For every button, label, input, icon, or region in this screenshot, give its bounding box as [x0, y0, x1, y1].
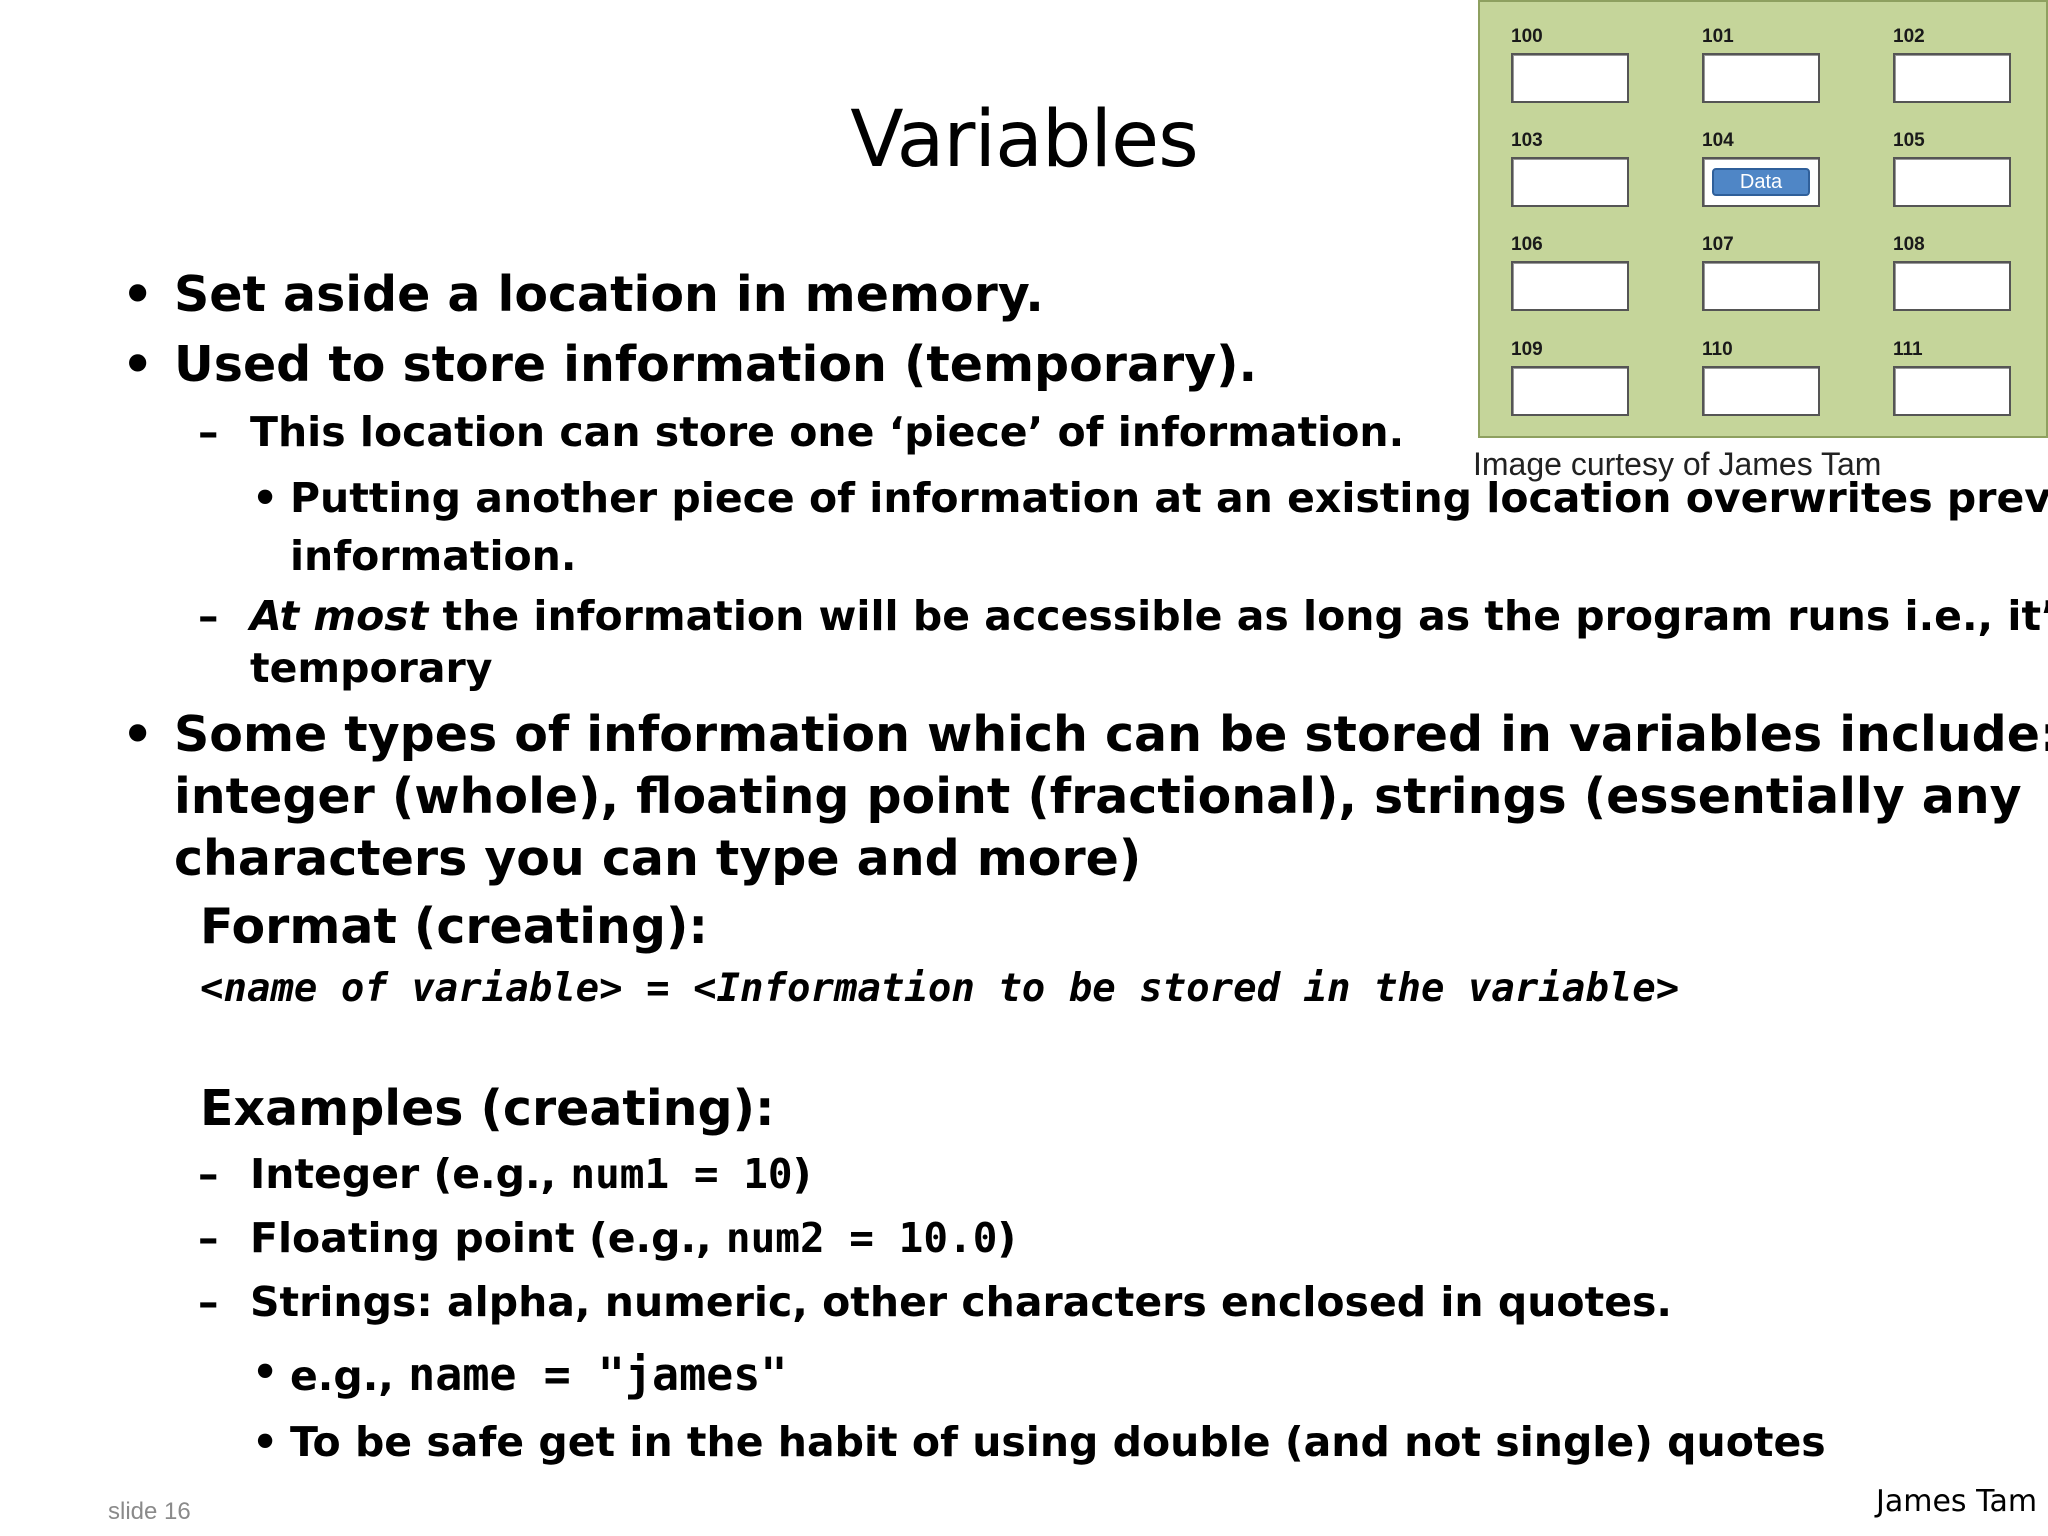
bullet-used-to-store: Used to store information (temporary). — [174, 336, 1258, 393]
dash-marker: – — [198, 592, 219, 640]
example-integer-text: Integer (e.g., — [250, 1150, 571, 1198]
memory-cell — [1893, 53, 2011, 103]
memory-address-label: 100 — [1511, 26, 1543, 47]
example-float-code: num2 = 10.0 — [725, 1214, 998, 1262]
sub-at-most-line2: temporary — [250, 644, 493, 692]
example-float: Floating point (e.g., num2 = 10.0) — [250, 1214, 1016, 1262]
example-eg-code: name = "james" — [408, 1348, 788, 1401]
memory-address-label: 102 — [1893, 26, 1925, 47]
memory-address-label: 106 — [1511, 234, 1543, 255]
slide-number: slide 16 — [108, 1498, 191, 1525]
memory-cell — [1511, 366, 1629, 416]
at-most-emphasis: At most — [250, 592, 429, 640]
bullet-marker: • — [122, 336, 154, 393]
sub-one-piece: This location can store one ‘piece’ of i… — [250, 408, 1405, 456]
memory-cell — [1702, 366, 1820, 416]
memory-cell — [1511, 157, 1629, 207]
dash-marker: – — [198, 1150, 219, 1198]
example-strings: Strings: alpha, numeric, other character… — [250, 1278, 1672, 1326]
memory-address-label: 109 — [1511, 339, 1543, 360]
slide-title: Variables — [850, 95, 1198, 185]
memory-address-label: 111 — [1893, 339, 1923, 360]
subsub-overwrites-line2: information. — [290, 532, 577, 580]
at-most-rest: the information will be accessible as lo… — [428, 592, 2048, 640]
dash-marker: – — [198, 1278, 219, 1326]
bullet-marker: • — [122, 706, 154, 763]
bullet-marker: • — [122, 266, 154, 323]
bullet-marker: • — [252, 1418, 279, 1466]
memory-cell — [1702, 53, 1820, 103]
memory-cell — [1511, 261, 1629, 311]
examples-heading: Examples (creating): — [200, 1080, 775, 1137]
memory-address-label: 105 — [1893, 130, 1925, 151]
memory-cell — [1511, 53, 1629, 103]
memory-address-label: 103 — [1511, 130, 1543, 151]
example-eg-text: e.g., — [290, 1352, 409, 1400]
memory-address-label: 108 — [1893, 234, 1925, 255]
example-float-close: ) — [997, 1214, 1017, 1262]
example-double-quotes-tip: To be safe get in the habit of using dou… — [290, 1418, 1826, 1466]
format-code: <name of variable> = <Information to be … — [200, 966, 1680, 1011]
memory-cell — [1702, 261, 1820, 311]
example-integer: Integer (e.g., num1 = 10) — [250, 1150, 811, 1198]
memory-cell — [1893, 157, 2011, 207]
memory-address-label: 107 — [1702, 234, 1734, 255]
memory-address-label: 104 — [1702, 130, 1734, 151]
example-integer-close: ) — [792, 1150, 812, 1198]
bullet-types-line1: Some types of information which can be s… — [174, 706, 2048, 763]
memory-cell: Data — [1702, 157, 1820, 207]
bullet-marker: • — [252, 474, 279, 522]
data-chip: Data — [1712, 168, 1810, 196]
memory-address-label: 110 — [1702, 339, 1733, 360]
memory-cell — [1893, 261, 2011, 311]
bullet-marker: • — [252, 1348, 279, 1396]
example-float-text: Floating point (e.g., — [250, 1214, 726, 1262]
memory-cell — [1893, 366, 2011, 416]
sub-at-most-line1: At most the information will be accessib… — [250, 592, 2048, 640]
image-caption: Image curtesy of James Tam — [1473, 446, 1882, 482]
format-heading: Format (creating): — [200, 898, 708, 955]
bullet-set-aside: Set aside a location in memory. — [174, 266, 1044, 323]
example-integer-code: num1 = 10 — [570, 1150, 793, 1198]
author-name: James Tam — [1876, 1484, 2038, 1519]
dash-marker: – — [198, 1214, 219, 1262]
bullet-types-line3: characters you can type and more) — [174, 830, 1142, 887]
memory-address-label: 101 — [1702, 26, 1734, 47]
bullet-types-line2: integer (whole), floating point (fractio… — [174, 768, 2022, 825]
subsub-overwrites-line1: Putting another piece of information at … — [290, 474, 2048, 522]
dash-marker: – — [198, 408, 219, 456]
example-eg-name: e.g., name = "james" — [290, 1348, 787, 1401]
